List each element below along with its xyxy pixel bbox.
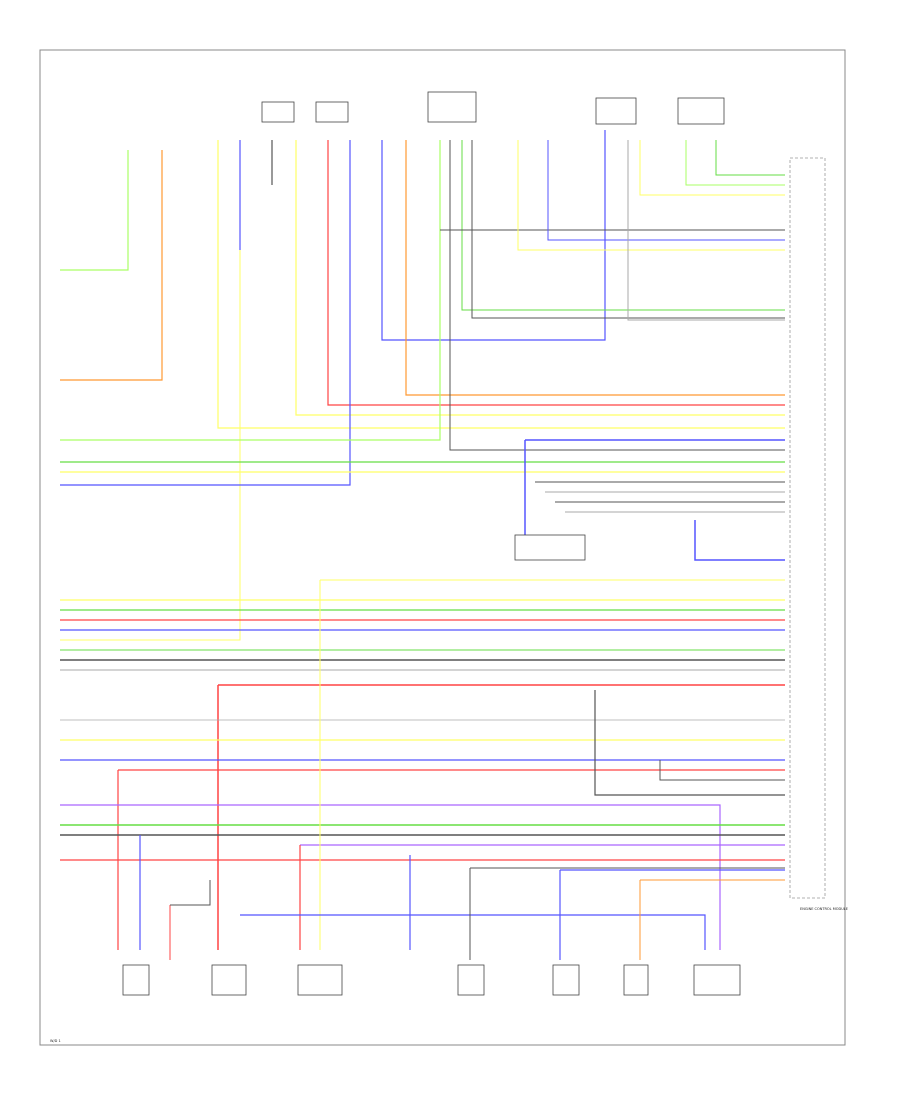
engine-control-module [789,157,826,899]
component-box [315,101,349,123]
connector-box [514,534,586,561]
wire [471,140,785,319]
wire [694,520,785,561]
wire [60,150,129,271]
wire [405,140,785,396]
component-box [693,964,741,996]
wire [60,140,441,441]
component-box [552,964,580,996]
wire [60,140,351,486]
component-box [595,97,637,125]
module-label: ENGINE CONTROL MODULE [800,907,848,911]
wire [517,140,785,251]
wire [685,140,785,186]
wire [60,140,241,641]
wire [659,760,785,781]
wire [449,140,785,451]
component-box [211,964,247,996]
wire [547,140,785,241]
wire [295,140,785,416]
wire [461,140,785,311]
component-box [677,97,725,125]
wires [60,130,785,960]
wire [639,140,785,196]
component-box [623,964,649,996]
component-box [122,964,150,996]
component-box [457,964,485,996]
wire [60,150,163,381]
component-box [261,101,295,123]
wire [627,140,785,321]
wire [327,140,785,406]
component-box [427,91,477,123]
footer-code: W/D 1 [50,1039,61,1043]
wire [217,140,785,429]
wire [240,914,706,950]
diagram-border [39,49,846,1046]
wire [715,140,785,176]
component-box [297,964,343,996]
wire [170,880,211,906]
wire [594,690,785,796]
wire [381,130,606,341]
wire [60,804,721,950]
components [122,91,741,996]
